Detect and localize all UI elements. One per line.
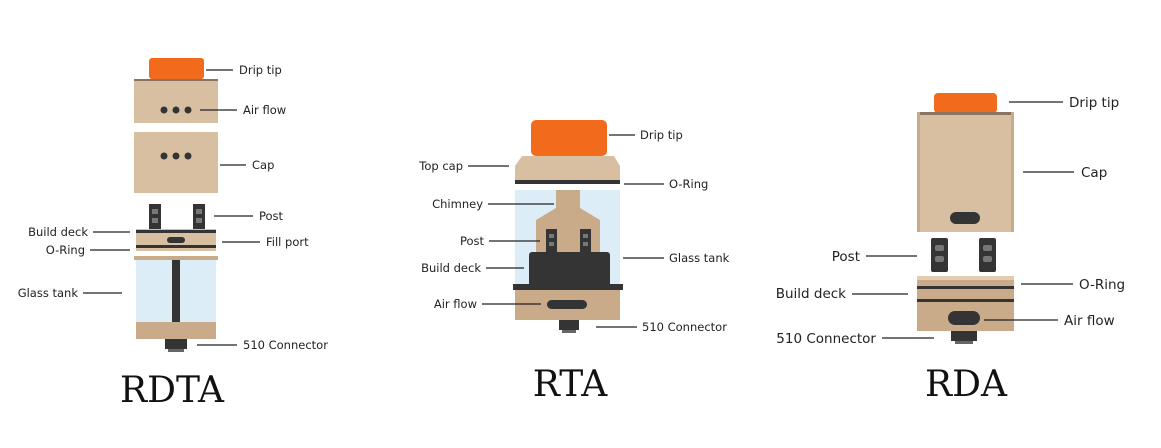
rta-label-chimney: Chimney <box>432 197 483 211</box>
rta-build-deck <box>529 252 610 286</box>
rda-label-510-connector: 510 Connector <box>776 331 876 347</box>
rta-top-cap <box>515 156 620 182</box>
rda-o-ring <box>917 286 1014 289</box>
rta-diagram: Drip tip Top cap O-Ring Chimney Post Bui… <box>418 120 730 405</box>
rda-airflow-slot <box>948 311 980 325</box>
rdta-drip-tip <box>149 58 204 79</box>
rdta-cap-hole <box>160 152 168 160</box>
rta-label-post: Post <box>460 234 485 248</box>
rdta-label-fill-port: Fill port <box>266 235 309 249</box>
rdta-post <box>149 204 161 229</box>
rdta-label-drip-tip: Drip tip <box>239 63 282 77</box>
rda-diagram: Drip tip Cap Post O-Ring Build deck Air … <box>776 93 1125 405</box>
rda-label-post: Post <box>832 249 860 265</box>
rda-post <box>979 238 996 272</box>
rda-post <box>931 238 948 272</box>
rta-o-ring <box>515 180 620 184</box>
rta-label-510-connector: 510 Connector <box>642 320 727 334</box>
rdta-cap-hole <box>184 152 192 160</box>
rdta-510-connector <box>165 339 187 349</box>
rta-label-build-deck: Build deck <box>421 261 481 275</box>
rdta-airflow-hole <box>172 106 180 114</box>
rdta-fill-port <box>167 237 185 243</box>
rta-post <box>546 229 557 252</box>
rda-label-cap: Cap <box>1081 165 1107 181</box>
rta-label-top-cap: Top cap <box>418 159 463 173</box>
rda-510-connector <box>951 331 977 341</box>
rda-label-build-deck: Build deck <box>776 286 846 302</box>
rdta-post <box>193 204 205 229</box>
rdta-o-ring <box>136 245 216 248</box>
rta-title: RTA <box>533 364 609 405</box>
rdta-cap <box>134 132 218 193</box>
rdta-diagram: Drip tip Air flow Cap Post Fill port Bui… <box>18 58 328 411</box>
rdta-airflow-hole <box>184 106 192 114</box>
rta-post <box>580 229 591 252</box>
rdta-label-glass-tank: Glass tank <box>18 286 79 300</box>
rda-label-drip-tip: Drip tip <box>1069 95 1119 111</box>
rdta-label-build-deck: Build deck <box>28 225 88 239</box>
rta-airflow-slot <box>547 300 587 309</box>
rta-510-connector <box>559 320 579 330</box>
rda-label-air-flow: Air flow <box>1064 313 1115 329</box>
rdta-title: RDTA <box>120 370 225 411</box>
rda-label-o-ring: O-Ring <box>1079 277 1125 293</box>
rdta-top-cap <box>134 79 218 123</box>
rdta-label-post: Post <box>259 209 284 223</box>
rta-label-o-ring: O-Ring <box>669 177 708 191</box>
rda-drip-tip <box>934 93 997 113</box>
rdta-label-air-flow: Air flow <box>243 103 286 117</box>
rta-label-drip-tip: Drip tip <box>640 128 683 142</box>
rdta-cap-hole <box>172 152 180 160</box>
rdta-airflow-hole <box>160 106 168 114</box>
rta-label-glass-tank: Glass tank <box>669 251 730 265</box>
rta-drip-tip <box>531 120 607 156</box>
rta-label-air-flow: Air flow <box>434 297 477 311</box>
rdta-label-o-ring: O-Ring <box>46 243 85 257</box>
rdta-base <box>136 322 216 339</box>
rdta-label-cap: Cap <box>252 158 274 172</box>
rda-title: RDA <box>925 364 1008 405</box>
rdta-label-510-connector: 510 Connector <box>243 338 328 352</box>
rda-cap-airflow <box>950 212 980 224</box>
